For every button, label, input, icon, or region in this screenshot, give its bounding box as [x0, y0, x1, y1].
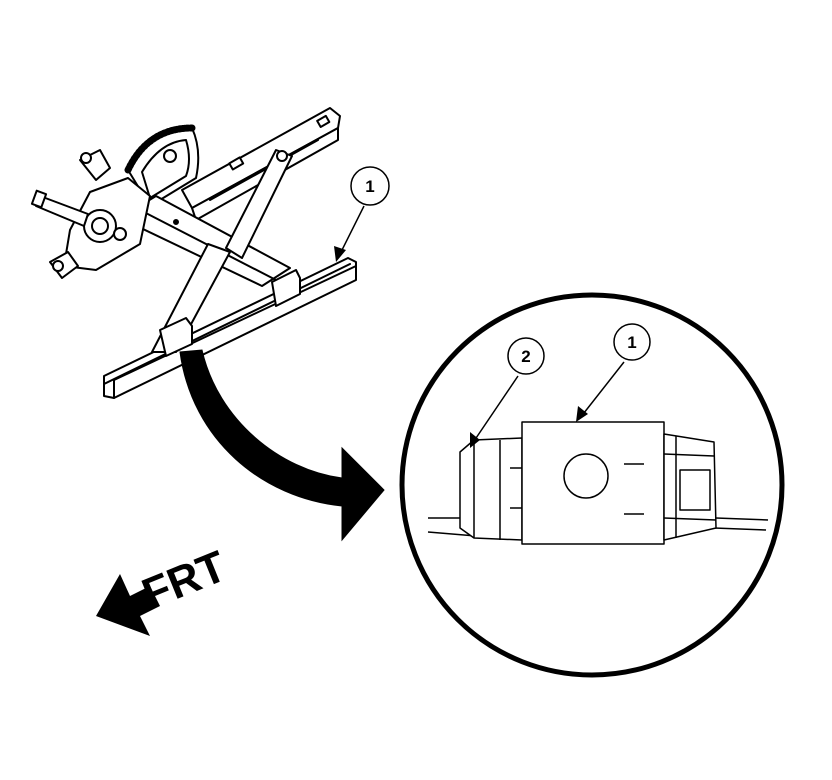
sector-gear: [124, 124, 200, 207]
drive-mount-bracket: [49, 149, 177, 279]
callout-number: 2: [521, 347, 530, 366]
detail-magnifier: 2 1: [399, 292, 785, 678]
equalizer-arm: [225, 149, 293, 259]
frt-label: FRT: [135, 542, 233, 620]
callout-detail-cap: 1: [576, 323, 651, 422]
callout-number: 1: [365, 177, 374, 196]
window-regulator-assembly: [30, 107, 357, 399]
arrow-left-down-icon: [96, 574, 160, 636]
callout-main-regulator: 1: [334, 166, 390, 262]
lower-sash-channel: [103, 257, 357, 399]
callout-detail-clip: 2: [470, 337, 545, 448]
curved-arrow-icon: [179, 349, 385, 542]
callout-number: 1: [627, 333, 636, 352]
sash-clip: [159, 269, 301, 357]
detail-clip-tabs: [663, 433, 717, 541]
detail-cap: [510, 421, 665, 545]
front-direction-indicator: FRT: [96, 542, 233, 636]
drive-shaft: [30, 189, 89, 227]
